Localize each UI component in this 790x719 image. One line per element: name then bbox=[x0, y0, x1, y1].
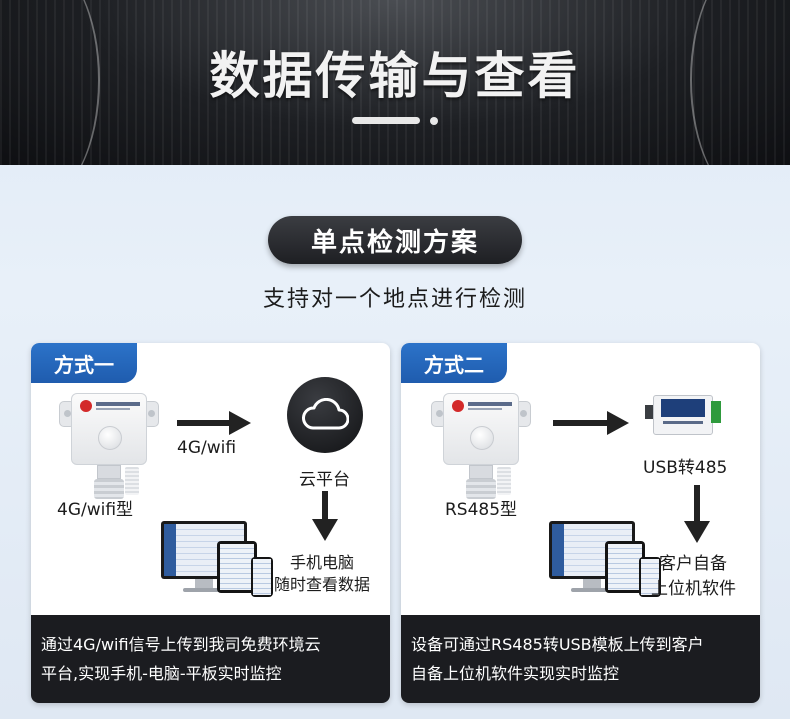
section-subtitle: 支持对一个地点进行检测 bbox=[262, 287, 527, 312]
link-label: 4G/wifi bbox=[177, 438, 237, 458]
view-line-1: 手机电脑 bbox=[290, 553, 355, 572]
device-label: 4G/wifi型 bbox=[57, 500, 134, 520]
view-line-2: 上位机软件 bbox=[651, 579, 736, 599]
computer-tablet-phone-icon bbox=[549, 521, 669, 601]
cloud-icon bbox=[287, 377, 363, 453]
usb-485-converter-icon bbox=[645, 391, 721, 437]
method-tag: 方式一 bbox=[31, 343, 137, 383]
computer-tablet-phone-icon bbox=[161, 521, 281, 601]
section-pill: 单点检测方案 bbox=[268, 216, 522, 264]
method-card-2: 方式二 RS485型 USB转485 客户自备 上位机软件 设备可通过RS485 bbox=[401, 343, 760, 703]
footer-line-2: 自备上位机软件实现实时监控 bbox=[411, 664, 620, 683]
converter-label: USB转485 bbox=[643, 458, 728, 478]
arrow-right-icon bbox=[553, 411, 629, 435]
method-tag: 方式二 bbox=[401, 343, 507, 383]
footer-line-1: 设备可通过RS485转USB模板上传到客户 bbox=[411, 635, 704, 654]
card-footer: 设备可通过RS485转USB模板上传到客户 自备上位机软件实现实时监控 bbox=[401, 615, 760, 703]
device-label: RS485型 bbox=[445, 500, 518, 520]
arrow-right-icon bbox=[177, 411, 251, 435]
header-banner: 数据传输与查看 bbox=[0, 0, 790, 165]
decor-curve-right bbox=[690, 0, 790, 165]
card-footer: 通过4G/wifi信号上传到我司免费环境云 平台,实现手机-电脑-平板实时监控 bbox=[31, 615, 390, 703]
view-line-1: 客户自备 bbox=[659, 554, 727, 574]
view-line-2: 随时查看数据 bbox=[274, 575, 371, 594]
arrow-down-icon bbox=[312, 491, 338, 541]
sensor-device-icon bbox=[431, 393, 531, 501]
decoration-dot bbox=[430, 117, 438, 125]
title-decoration bbox=[352, 117, 438, 125]
arrow-down-icon bbox=[684, 485, 710, 543]
decor-curve-left bbox=[0, 0, 100, 165]
footer-line-1: 通过4G/wifi信号上传到我司免费环境云 bbox=[41, 635, 321, 654]
decoration-bar bbox=[352, 117, 420, 124]
page-title: 数据传输与查看 bbox=[209, 47, 581, 105]
method-card-1: 方式一 4G/wifi型 4G/wifi 云平台 手机电脑 随时查看数据 通过4… bbox=[31, 343, 390, 703]
sensor-device-icon bbox=[59, 393, 159, 501]
cloud-platform-label: 云平台 bbox=[299, 470, 350, 490]
footer-line-2: 平台,实现手机-电脑-平板实时监控 bbox=[41, 664, 282, 683]
